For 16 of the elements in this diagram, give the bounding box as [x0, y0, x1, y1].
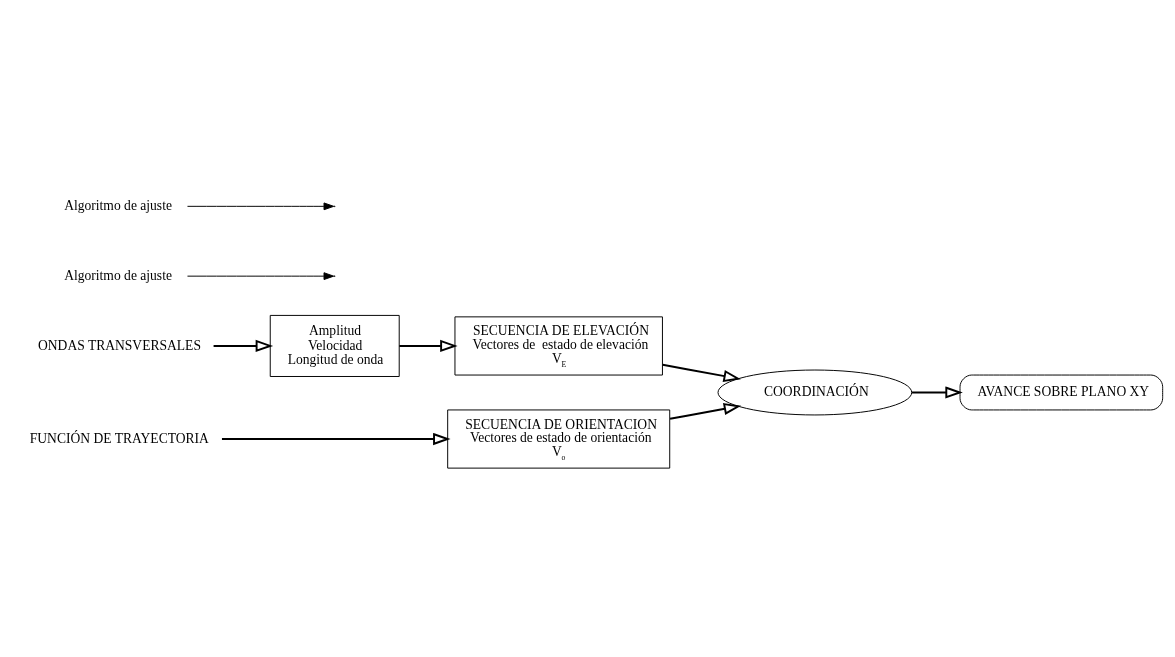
node-box: SECUENCIA DE ELEVACIÓN Vectores de estado de elevación V$_{E}$ — [454, 316, 663, 376]
node-text: Algoritmo de ajuste — [64, 197, 172, 213]
arrow — [398, 339, 458, 353]
arrow — [661, 363, 741, 382]
arrow — [212, 339, 274, 353]
node-box: SECUENCIA DE ORIENTACION Vectores de estado de orientación V$_{o}$ — [447, 409, 671, 469]
arrow — [221, 432, 451, 446]
node-text: Algoritmo de ajuste — [64, 267, 172, 283]
node-box: Amplitud Velocidad Longitud de onda — [269, 314, 400, 377]
arrow — [910, 386, 963, 399]
arrow — [187, 202, 335, 211]
node-box: AVANCE SOBRE PLANO XY — [959, 374, 1164, 411]
arrow — [187, 272, 335, 281]
arrow — [669, 402, 742, 420]
node-text: FUNCIÓN DE TRAYECTORIA — [29, 430, 209, 446]
node-text: ONDAS TRANSVERSALES — [38, 337, 201, 353]
